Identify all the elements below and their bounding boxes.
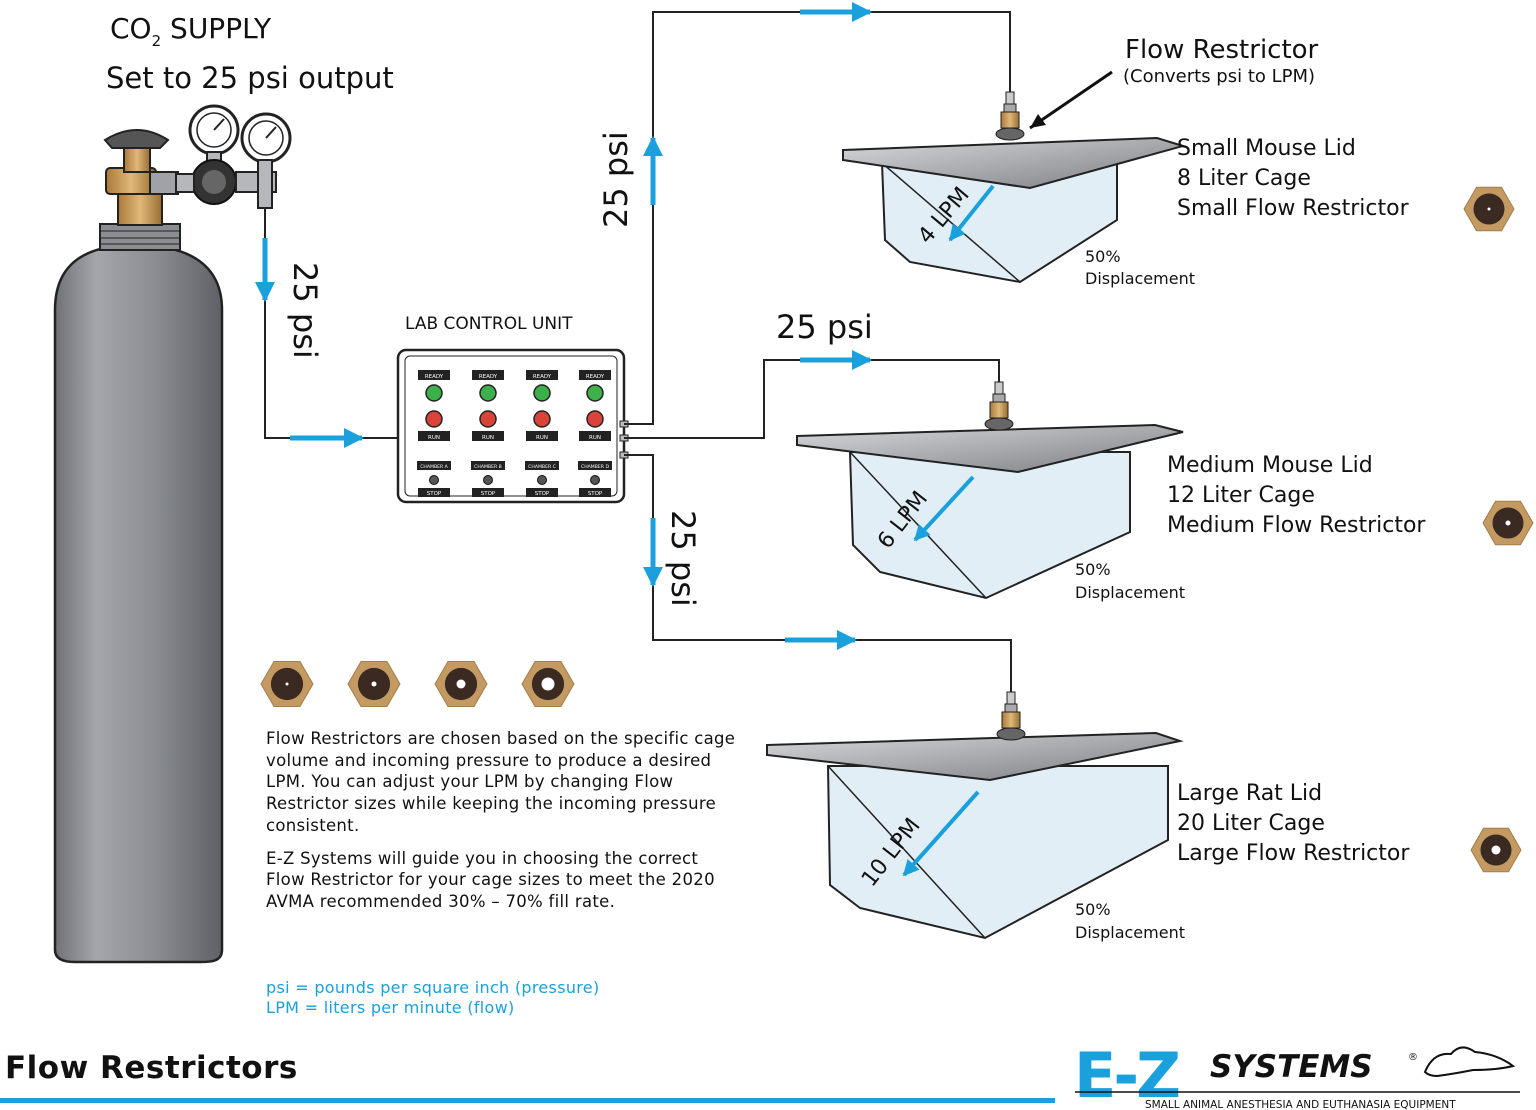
cage-restrictor-label: Medium Flow Restrictor <box>1167 513 1426 538</box>
control-unit-channel: READY RUN CHAMBER A STOP <box>417 370 451 497</box>
legend-psi: psi = pounds per square inch (pressure) <box>266 978 600 997</box>
flow-restrictor-size-icon <box>260 661 314 707</box>
cage-lid <box>842 136 1187 190</box>
flow-restrictor-fitting <box>995 91 1025 141</box>
ready-label: READY <box>479 374 498 380</box>
stop-label: STOP <box>481 491 496 497</box>
restrictor-size-icon <box>1470 827 1522 873</box>
legend-lpm: LPM = liters per minute (flow) <box>266 998 515 1017</box>
ready-led <box>533 384 551 402</box>
flow-restrictor-size-icon <box>521 661 575 707</box>
chamber-valve-knob <box>429 475 439 485</box>
control-unit-channel: READY RUN CHAMBER D STOP <box>578 370 612 497</box>
run-label: RUN <box>428 435 440 441</box>
cage-restrictor-label: Large Flow Restrictor <box>1177 841 1410 866</box>
line-to-medium-lid <box>624 359 1000 439</box>
flow-restrictor-fitting <box>996 690 1026 741</box>
chamber-label: CHAMBER A <box>420 464 448 470</box>
brand-registered: ® <box>1408 1052 1418 1063</box>
displacement-label: Displacement <box>1085 269 1195 288</box>
ready-label: READY <box>533 374 552 380</box>
cage-lid-label: Large Rat Lid <box>1177 781 1322 806</box>
ready-label: READY <box>425 374 444 380</box>
run-led <box>425 410 443 428</box>
control-unit-channel: READY RUN CHAMBER C STOP <box>525 370 559 497</box>
run-led <box>586 410 604 428</box>
run-led <box>533 410 551 428</box>
callout-pointer-head <box>1030 114 1046 128</box>
description-paragraph-1: Flow Restrictors are chosen based on the… <box>266 729 736 835</box>
chamber-label: CHAMBER D <box>581 464 609 470</box>
pressure-regulator <box>175 104 292 209</box>
brand-name: SYSTEMS <box>1210 1049 1373 1085</box>
ez-systems-logo: E-Z SYSTEMS ® SMALL ANIMAL ANESTHESIA AN… <box>1074 1039 1520 1110</box>
run-label: RUN <box>536 435 548 441</box>
stop-label: STOP <box>588 491 603 497</box>
run-label: RUN <box>589 435 601 441</box>
chamber-valve-knob <box>590 475 600 485</box>
pressure-label-small: 25 psi <box>597 131 635 228</box>
brand-mark: E-Z <box>1074 1039 1179 1110</box>
ready-led <box>425 384 443 402</box>
restrictor-size-icon <box>1463 186 1515 232</box>
control-unit-channel: READY RUN CHAMBER B STOP <box>471 370 505 497</box>
displacement-percent: 50% <box>1085 247 1121 266</box>
line-to-small-lid <box>624 11 1011 425</box>
co2-cylinder <box>53 129 224 964</box>
pressure-label-large: 25 psi <box>664 510 702 607</box>
stop-label: STOP <box>535 491 550 497</box>
run-led <box>479 410 497 428</box>
stop-label: STOP <box>427 491 442 497</box>
run-label: RUN <box>482 435 494 441</box>
footer-rule <box>0 1098 1055 1103</box>
flow-direction-arrow <box>913 475 975 542</box>
mouse-logo-icon <box>1423 1046 1516 1078</box>
ready-led <box>586 384 604 402</box>
cage-volume-label: 20 Liter Cage <box>1177 811 1325 836</box>
ready-led <box>479 384 497 402</box>
line-to-large-lid <box>624 454 1012 690</box>
pressure-label-supply: 25 psi <box>286 262 324 359</box>
cage-volume-label: 12 Liter Cage <box>1167 483 1315 508</box>
cage-volume-label: 8 Liter Cage <box>1177 166 1311 191</box>
pressure-label-medium: 25 psi <box>776 308 873 346</box>
chamber-label: CHAMBER B <box>474 464 502 470</box>
supply-title: CO2 SUPPLY <box>110 12 272 50</box>
displacement-label: Displacement <box>1075 923 1185 942</box>
supply-setting: Set to 25 psi output <box>106 61 394 95</box>
chamber-valve-knob <box>483 475 493 485</box>
supply-line <box>264 208 398 439</box>
brand-tagline: SMALL ANIMAL ANESTHESIA AND EUTHANASIA E… <box>1145 1099 1456 1110</box>
flow-restrictor-callout-subtitle: (Converts psi to LPM) <box>1123 66 1315 87</box>
chamber-label: CHAMBER C <box>528 464 556 470</box>
cage-lid <box>796 423 1184 474</box>
description-paragraph-2: E-Z Systems will guide you in choosing t… <box>266 848 715 911</box>
displacement-percent: 50% <box>1075 560 1111 579</box>
cage-restrictor-label: Small Flow Restrictor <box>1177 196 1410 221</box>
description-text: Flow Restrictors are chosen based on the… <box>266 728 736 924</box>
displacement-label: Displacement <box>1075 583 1185 602</box>
chamber-valve-knob <box>537 475 547 485</box>
units-legend: psi = pounds per square inch (pressure) … <box>266 978 599 1018</box>
flow-restrictor-size-icon <box>347 661 401 707</box>
cage-lid-label: Medium Mouse Lid <box>1167 453 1373 478</box>
cage-lid-label: Small Mouse Lid <box>1177 136 1356 161</box>
flow-restrictor-callout-title: Flow Restrictor <box>1125 35 1319 65</box>
cage-lid <box>766 731 1184 782</box>
flow-direction-arrow <box>948 184 995 242</box>
flow-restrictor-fitting <box>984 381 1014 431</box>
flow-restrictor-size-icon <box>434 661 488 707</box>
control-unit-title: LAB CONTROL UNIT <box>405 314 573 334</box>
footer-title: Flow Restrictors <box>5 1050 298 1086</box>
restrictor-size-icon <box>1482 500 1534 546</box>
flow-direction-arrow <box>902 790 980 877</box>
displacement-percent: 50% <box>1075 900 1111 919</box>
callout-pointer <box>1029 70 1113 130</box>
ready-label: READY <box>586 374 605 380</box>
